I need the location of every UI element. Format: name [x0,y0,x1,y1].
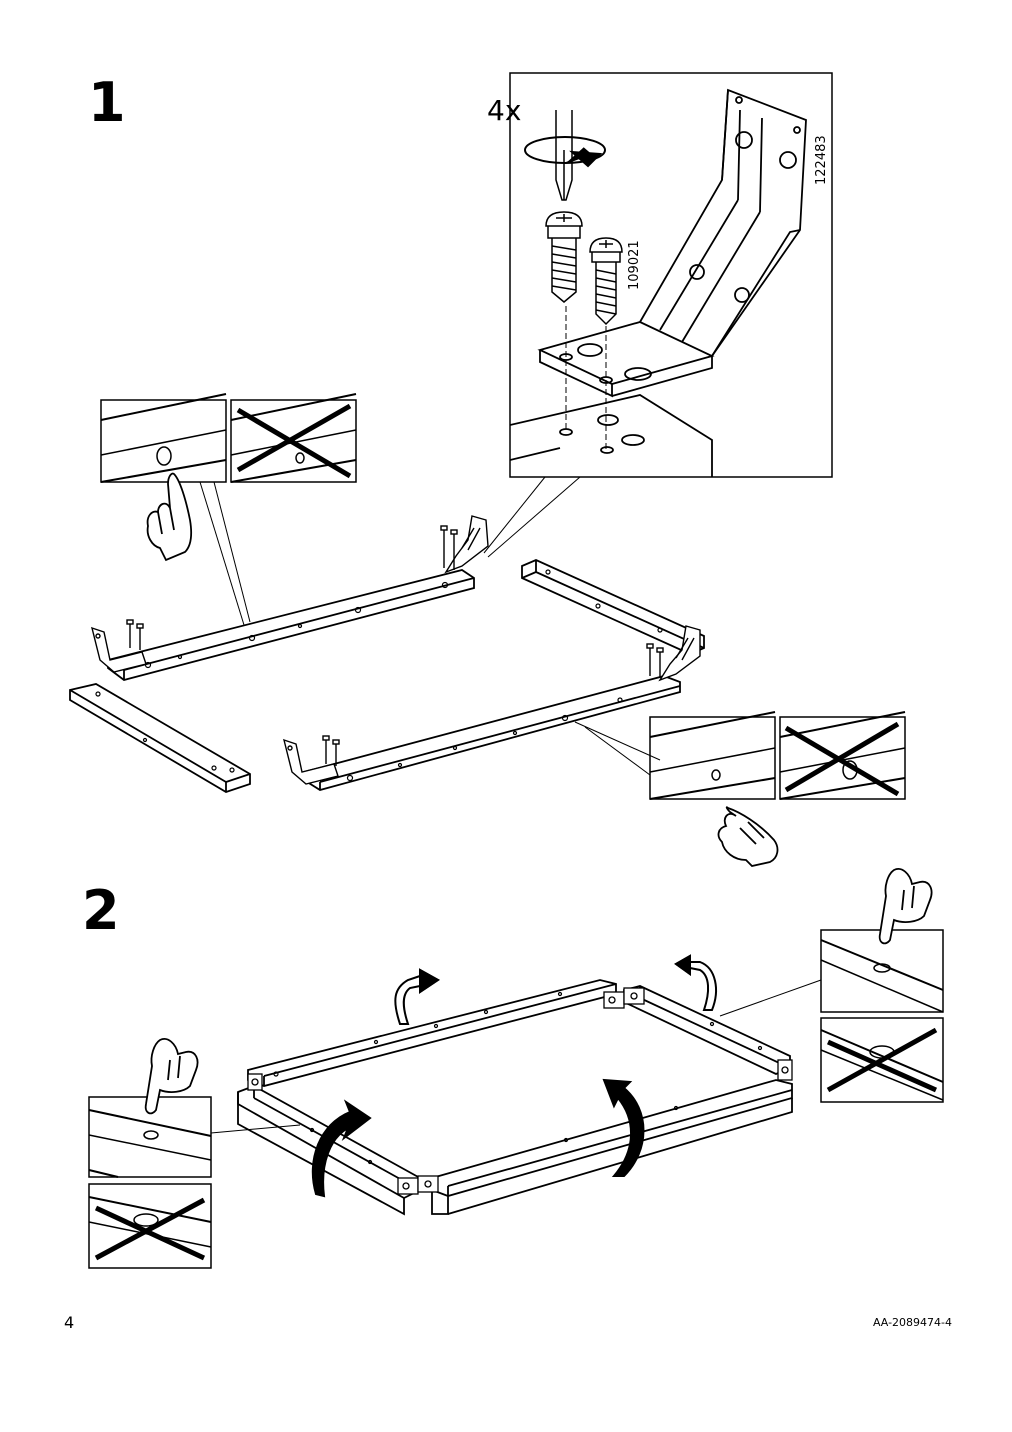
pointing-hand-icon [144,1038,199,1115]
corner-bracket-front [397,1175,439,1195]
pointing-hand-icon [146,472,193,562]
screwdriver-icon [555,110,573,201]
step-2-number: 2 [82,879,120,942]
frame-back-rail [247,979,617,1087]
hole-detail-wrong-right [820,1017,944,1103]
bracket-small-front-right [646,625,701,682]
flip-arrow-icon [311,954,717,1198]
hole-detail-wrong-top [230,393,357,483]
frame-front-right-rail [431,1079,793,1215]
hole-detail-correct-top [100,393,251,626]
document-code: AA-2089474-4 [872,1316,952,1329]
pointing-hand-icon [878,868,933,945]
corner-bracket-left [247,1073,263,1091]
hole-detail-correct-right [719,929,944,1017]
hole-detail-wrong-bottom [779,711,906,800]
corner-bracket-right [777,1059,793,1081]
bracket-detail-panel: 4x 122483 109021 [483,72,833,558]
cross-out-icon [784,721,900,797]
page-number: 4 [64,1313,75,1332]
hole-detail-wrong-left [88,1183,212,1269]
corner-bracket-back-right [603,987,645,1009]
step-1-number: 1 [88,71,126,134]
cross-out-icon [94,1197,206,1261]
rail-left [69,683,251,793]
bracket-small-front-left [283,735,340,785]
cross-out-icon [236,403,352,479]
rail-front [303,675,681,791]
hole-detail-correct-bottom [574,711,776,800]
rail-top [107,569,475,681]
bracket-small-top-right [440,515,489,574]
rotate-clockwise-icon [524,136,606,168]
cross-out-icon [826,1027,938,1093]
part-number-bracket: 122483 [814,135,829,185]
quantity-label: 4x [487,94,521,127]
rail-right [521,559,705,655]
bracket-small-top-left [91,619,147,673]
pointing-hand-icon [717,806,779,867]
part-number-screw: 109021 [627,240,642,290]
